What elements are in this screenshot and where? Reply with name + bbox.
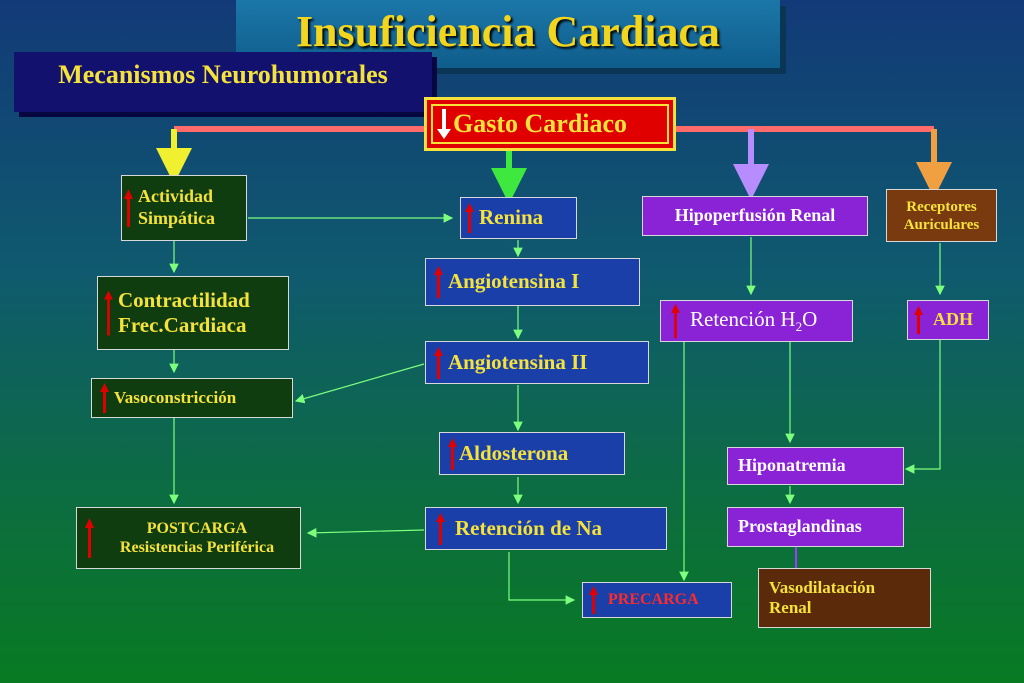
contractilidad-line1: Contractilidad (118, 287, 250, 312)
node-aldosterona: Aldosterona (439, 432, 625, 475)
up-arrow-icon (434, 266, 443, 298)
receptores-label: Receptores Auriculares (904, 198, 980, 234)
up-arrow-icon (914, 306, 923, 334)
postcarga-line2: Resistencias Periférica (119, 539, 275, 556)
up-arrow-icon (448, 437, 457, 470)
up-arrow-icon (434, 346, 443, 379)
node-angiotensina-2: Angiotensina II (425, 341, 649, 384)
vasodilatacion-label: Vasodilatación Renal (769, 578, 875, 619)
renina-label: Renina (479, 205, 544, 230)
receptores-line1: Receptores (906, 198, 977, 215)
node-precarga: PRECARGA (582, 582, 732, 618)
node-contractilidad: Contractilidad Frec.Cardiaca (97, 276, 289, 350)
up-arrow-icon (124, 189, 133, 227)
up-arrow-icon (589, 586, 598, 614)
retencion-h2o-text-end: O (802, 307, 818, 332)
node-retencion-na: Retención de Na (425, 507, 667, 550)
retencion-h2o-label: Retención H2O (690, 307, 817, 335)
gasto-label: Gasto Cardiaco (453, 109, 628, 139)
node-renina: Renina (460, 197, 577, 239)
actividad-label: Actividad Simpática (138, 186, 215, 229)
actividad-line1: Actividad (138, 186, 214, 207)
node-vasodilatacion-renal: Vasodilatación Renal (758, 568, 931, 628)
up-arrow-icon (465, 203, 474, 233)
postcarga-line1: POSTCARGA (146, 519, 248, 537)
vasodilatacion-line2: Renal (769, 598, 812, 617)
adh-label: ADH (933, 309, 973, 330)
aldosterona-label: Aldosterona (459, 440, 569, 465)
node-hipoperfusion-renal: Hipoperfusión Renal (642, 196, 868, 236)
up-arrow-icon (85, 518, 94, 558)
page-subtitle: Mecanismos Neurohumorales (58, 60, 388, 89)
down-arrow-icon (437, 109, 451, 139)
hiponatremia-label: Hiponatremia (738, 455, 846, 476)
node-postcarga: POSTCARGA Resistencias Periférica (76, 507, 301, 569)
postcarga-label: POSTCARGA Resistencias Periférica (94, 519, 300, 557)
page-title: Insuficiencia Cardiaca (295, 7, 721, 56)
retencion-h2o-text: Retención H (690, 307, 796, 332)
up-arrow-icon (100, 383, 109, 413)
node-adh: ADH (907, 300, 989, 340)
up-arrow-icon (671, 303, 680, 339)
node-retencion-h2o: Retención H2O (660, 300, 853, 342)
up-arrow-icon (436, 512, 445, 545)
angiotensina-2-label: Angiotensina II (448, 349, 588, 374)
up-arrow-icon (104, 290, 113, 336)
precarga-label: PRECARGA (608, 591, 699, 609)
actividad-line2: Simpática (138, 208, 216, 228)
angiotensina-1-label: Angiotensina Ι (448, 269, 580, 294)
node-angiotensina-1: Angiotensina Ι (425, 258, 640, 306)
receptores-line2: Auriculares (903, 216, 980, 233)
vasodilatacion-line1: Vasodilatación (769, 577, 876, 597)
node-prostaglandinas: Prostaglandinas (727, 507, 904, 547)
node-hiponatremia: Hiponatremia (727, 447, 904, 485)
subtitle-banner (14, 52, 432, 112)
retencion-h2o-subscript: 2 (795, 319, 803, 335)
retencion-na-label: Retención de Na (455, 515, 602, 540)
contractilidad-label: Contractilidad Frec.Cardiaca (118, 288, 250, 338)
node-vasoconstriccion: Vasoconstricción (91, 378, 293, 418)
hipoperfusion-label: Hipoperfusión Renal (674, 205, 836, 226)
contractilidad-line2: Frec.Cardiaca (118, 313, 247, 337)
node-actividad-simpatica: Actividad Simpática (121, 175, 247, 241)
vasoconstriccion-label: Vasoconstricción (114, 387, 237, 407)
gasto-inner: Gasto Cardiaco (431, 104, 669, 144)
node-receptores-auriculares: Receptores Auriculares (886, 189, 997, 242)
prostaglandinas-label: Prostaglandinas (738, 516, 862, 537)
node-gasto-cardiaco: Gasto Cardiaco (424, 97, 676, 151)
